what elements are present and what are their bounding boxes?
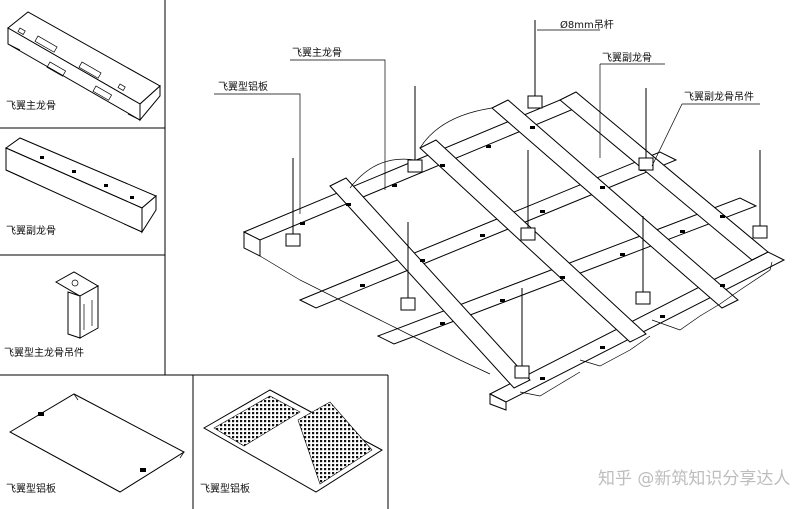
rod-3 [638, 88, 654, 171]
hanger-rods [285, 20, 768, 379]
rod-2 [407, 86, 423, 173]
panel-right-drawing [202, 389, 383, 493]
callout-cross-runner: 飞翼副龙骨 [602, 51, 652, 64]
label-panel-left: 飞翼型铝板 [6, 482, 56, 495]
cross-runner-drawing [4, 137, 157, 234]
callout-cross-hanger: 飞翼副龙骨吊件 [684, 90, 754, 103]
rod-8 [635, 216, 651, 305]
callout-rod: Ø8mm吊杆 [560, 19, 614, 31]
rod-5 [520, 150, 536, 241]
rod-9 [514, 288, 530, 379]
main-hanger-drawing [54, 271, 100, 339]
rod-6 [752, 150, 768, 239]
label-main-hanger: 飞翼型主龙骨吊件 [4, 346, 84, 359]
panel-left-drawing [8, 393, 186, 493]
callout-aluminum-panel: 飞翼型铝板 [218, 80, 268, 93]
main-runner-drawing [7, 11, 161, 122]
callout-leaders [214, 29, 760, 214]
callout-main-runner: 飞翼主龙骨 [292, 46, 342, 59]
watermark: 知乎 @新筑知识分享达人 [598, 469, 790, 489]
label-panel-right: 飞翼型铝板 [200, 482, 250, 495]
rod-1 [527, 20, 543, 109]
label-cross-runner: 飞翼副龙骨 [6, 224, 56, 237]
panel-frames [0, 0, 389, 509]
rod-7 [400, 222, 416, 311]
rod-4 [285, 158, 301, 247]
isometric-grid [242, 91, 786, 411]
label-main-runner: 飞翼主龙骨 [6, 99, 56, 112]
